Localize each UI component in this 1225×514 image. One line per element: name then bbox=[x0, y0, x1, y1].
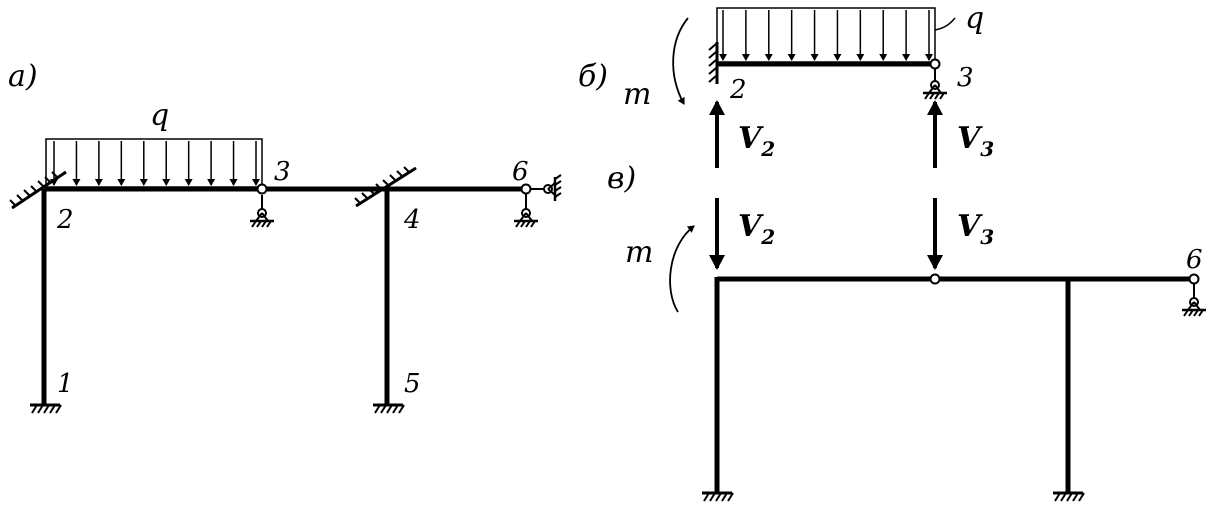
load-arrows-b bbox=[719, 10, 933, 61]
node-label-3-b: 3 bbox=[957, 63, 974, 93]
force-v2-up-label: V2 bbox=[738, 121, 775, 161]
moment-m-label-v: m bbox=[625, 235, 653, 270]
fixed-support-right-v bbox=[1053, 491, 1085, 502]
node-label-3: 3 bbox=[274, 157, 291, 187]
fixed-support-5 bbox=[373, 403, 405, 414]
panel-b-label: б) bbox=[578, 59, 608, 94]
force-v3-down-label: V3 bbox=[957, 209, 994, 249]
node-label-6: 6 bbox=[512, 157, 529, 187]
load-arrows-a bbox=[50, 141, 260, 186]
moment-m-label-b: m bbox=[623, 77, 651, 112]
panel-a: a) q bbox=[8, 59, 562, 414]
hinge-v bbox=[929, 273, 941, 285]
fixed-support-left-v bbox=[702, 491, 734, 502]
panel-b: б) q m 2 3 bbox=[578, 1, 994, 168]
distributed-load-b bbox=[716, 7, 956, 63]
hinge-support-3 bbox=[250, 183, 274, 228]
clamp-node-4 bbox=[354, 166, 417, 208]
moment-arrow-v bbox=[669, 225, 695, 313]
node-label-2: 2 bbox=[56, 205, 74, 235]
force-v2-down-label: V2 bbox=[738, 209, 775, 249]
node-label-1: 1 bbox=[57, 369, 74, 399]
load-box-b bbox=[716, 7, 936, 63]
clamp-node-2-b bbox=[708, 42, 719, 84]
fixed-support-1 bbox=[30, 403, 62, 414]
moment-arrow-b bbox=[672, 17, 689, 105]
hinge-support-3-b bbox=[923, 58, 947, 100]
node-label-4: 4 bbox=[403, 205, 421, 235]
node-label-2-b: 2 bbox=[729, 75, 747, 105]
load-q-label-b: q bbox=[965, 1, 984, 36]
load-q-label-a: q bbox=[150, 98, 169, 133]
panel-v-label: в) bbox=[607, 161, 636, 196]
support-node-6 bbox=[514, 174, 562, 228]
node-label-6-v: 6 bbox=[1186, 245, 1203, 275]
load-box-a bbox=[45, 138, 263, 188]
hinge-support-6-v bbox=[1182, 273, 1206, 317]
force-v3-up-label: V3 bbox=[957, 121, 994, 161]
panel-a-label: a) bbox=[8, 59, 38, 94]
node-label-5: 5 bbox=[404, 369, 421, 399]
distributed-load-a bbox=[45, 138, 263, 188]
panel-v: в) V2 V3 m bbox=[607, 161, 1206, 502]
clamp-node-2 bbox=[9, 170, 67, 210]
